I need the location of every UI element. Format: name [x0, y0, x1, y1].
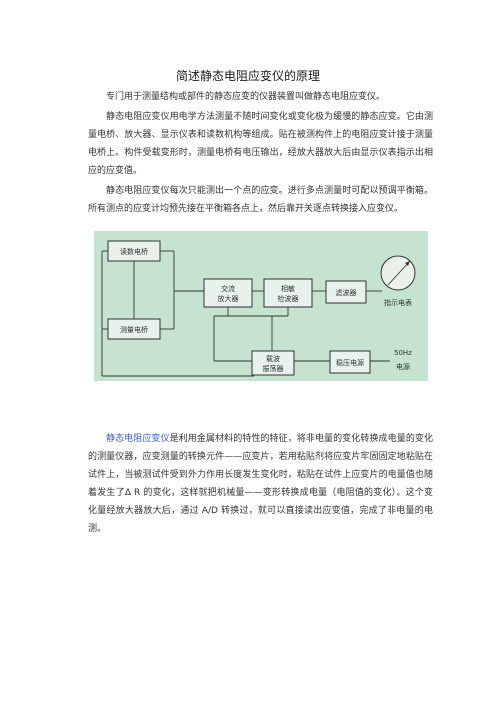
block-diagram-svg: 读数电桥 测量电桥 交流 放大器 相敏 检波器 滤波器 载波 振荡器 稳压电源 …: [101, 240, 416, 377]
explanation-part-c: 转换过，就可以直接读出应变值，完成了非电量的电测。: [88, 506, 433, 534]
label-freq: 50Hz: [394, 349, 412, 357]
label-filter: 滤波器: [336, 288, 357, 297]
label-power: 稳压电源: [336, 358, 364, 367]
page-title: 简述静态电阻应变仪的原理: [175, 69, 320, 83]
paragraph-principle: 静态电阻应变仪用电学方法测量不随时间变化或变化极为缓慢的静态应变。它由测量电桥、…: [88, 112, 433, 176]
box-filter: [325, 280, 367, 304]
label-phase-1: 相敏: [281, 284, 295, 293]
explanation-part-a: 是利用金属材料的特性的特征，将非电量的变化转换成电量的变化的测量仪器，应变测量的…: [88, 434, 433, 498]
box-power-supply: [329, 350, 371, 374]
label-phase-2: 检波器: [278, 294, 299, 303]
ad-symbol: A/D: [201, 506, 218, 516]
box-ac-amplifier: [203, 278, 253, 308]
paragraph-explanation: 静态电阻应变仪是利用金属材料的特性的特征，将非电量的变化转换成电量的变化的测量仪…: [88, 430, 433, 538]
label-osc-1: 载波: [266, 354, 280, 363]
paragraph-intro: 专门用于测量结构或部件的静态应变的仪器装置叫做静态电阻应变仪。: [106, 92, 386, 102]
static-strain-meter-link[interactable]: 静态电阻应变仪: [106, 434, 170, 444]
box-oscillator: [251, 350, 295, 376]
label-bridge-read: 读数电桥: [120, 247, 148, 256]
explanation-part-b: 的变化，这样就把机械量——变形转换成电量（电阻值的变化）。这个变化量经放大器放大…: [88, 488, 433, 516]
paragraph-multipoint: 静态电阻应变仪每次只能测出一个点的应变。进行多点测量时可配以预调平衡箱。所有测点…: [88, 186, 433, 214]
meter-needle-icon: [387, 260, 411, 286]
label-osc-2: 振荡器: [263, 364, 284, 373]
label-bridge-measure: 测量电桥: [120, 325, 148, 334]
box-bridge-measure: [107, 318, 161, 340]
box-bridge-read: [107, 240, 161, 262]
label-mains: 电源: [396, 362, 410, 371]
label-ac-amp-2: 放大器: [218, 294, 239, 303]
label-meter: 指示电表: [384, 298, 412, 307]
delta-r-symbol: Δ R: [124, 488, 141, 498]
box-phase-detector: [263, 278, 313, 308]
label-ac-amp-1: 交流: [221, 284, 235, 293]
block-diagram: 读数电桥 测量电桥 交流 放大器 相敏 检波器 滤波器 载波 振荡器 稳压电源 …: [94, 231, 428, 381]
meter-arrow-icon: [405, 261, 410, 266]
